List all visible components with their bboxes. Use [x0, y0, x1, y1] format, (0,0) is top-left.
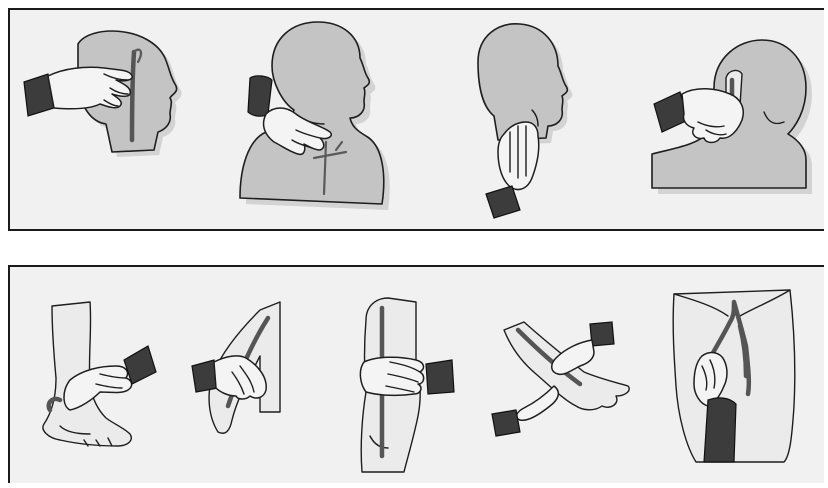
posterior-neck-pulse-figure [646, 30, 816, 190]
foot-pulse-figure [30, 300, 170, 450]
facial-pulse-figure [458, 22, 578, 232]
femoral-pulse-figure [664, 286, 804, 476]
hand-icon [486, 122, 539, 218]
carotid-pulse-figure [226, 18, 406, 218]
hand-icon [654, 89, 743, 143]
popliteal-pulse-figure [188, 296, 308, 446]
brachial-pulse-figure [340, 296, 460, 476]
temporal-artery [132, 52, 134, 140]
hand-icon [360, 357, 454, 395]
radial-pulse-figure [484, 320, 634, 440]
temporal-pulse-figure [20, 22, 190, 172]
